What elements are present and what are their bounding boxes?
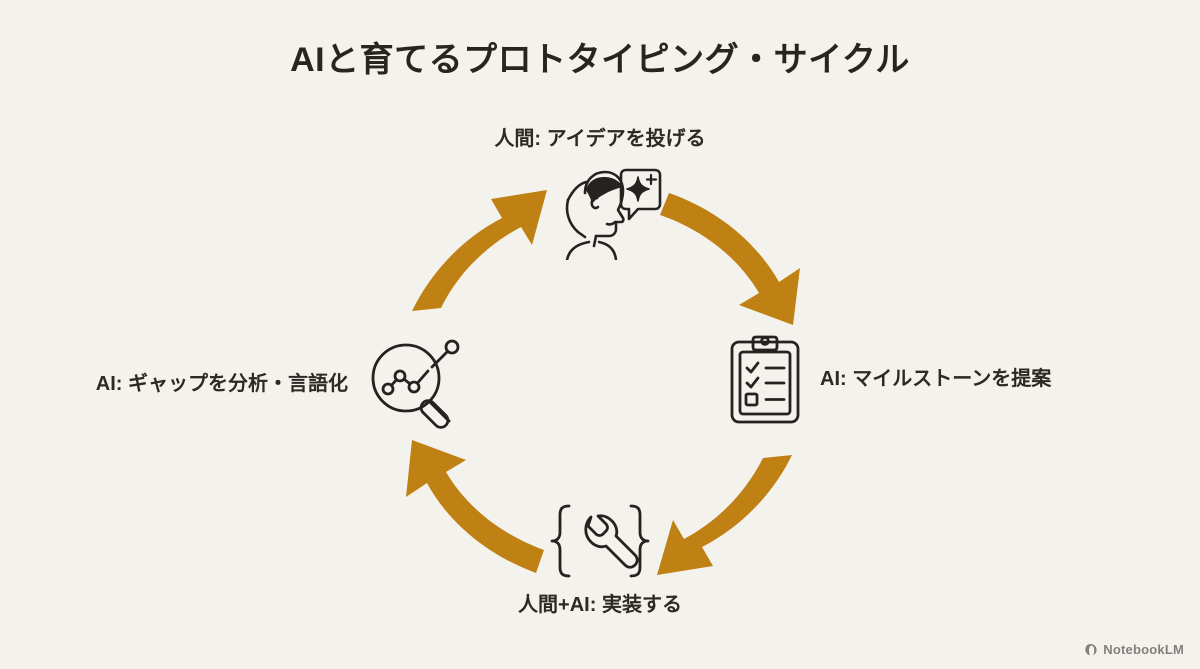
- cycle-node-ai-milestone[interactable]: AI: マイルストーンを提案: [728, 332, 1108, 426]
- magnifier-chart-icon: [371, 339, 460, 429]
- code-braces-wrench-icon: [550, 504, 650, 578]
- watermark-label: NotebookLM: [1103, 642, 1184, 657]
- cycle-node-right-label: AI: マイルストーンを提案: [820, 368, 1052, 390]
- page-title: AIと育てるプロトタイピング・サイクル: [290, 41, 910, 79]
- watermark: NotebookLM: [1083, 642, 1184, 657]
- cycle-node-bottom-label: 人間+AI: 実装する: [518, 594, 682, 616]
- notebooklm-logo-icon: [1085, 643, 1097, 655]
- clipboard-checklist-icon: [730, 335, 800, 424]
- cycle-node-implement[interactable]: 人間+AI: 実装する: [470, 500, 730, 618]
- cycle-node-left-label: AI: ギャップを分析・言語化: [95, 373, 348, 395]
- arrow-top-to-right: [660, 193, 800, 325]
- arrow-left-to-top: [412, 190, 547, 311]
- arrow-bottom-to-left: [406, 440, 544, 573]
- arrow-right-to-bottom: [657, 455, 792, 575]
- cycle-node-human-idea[interactable]: 人間: アイデアを投げる: [470, 126, 730, 260]
- person-speech-bubble-sparkle-icon: [565, 168, 662, 260]
- cycle-node-ai-analysis[interactable]: AI: ギャップを分析・言語化: [78, 332, 468, 436]
- cycle-node-top-label: 人間: アイデアを投げる: [494, 128, 706, 150]
